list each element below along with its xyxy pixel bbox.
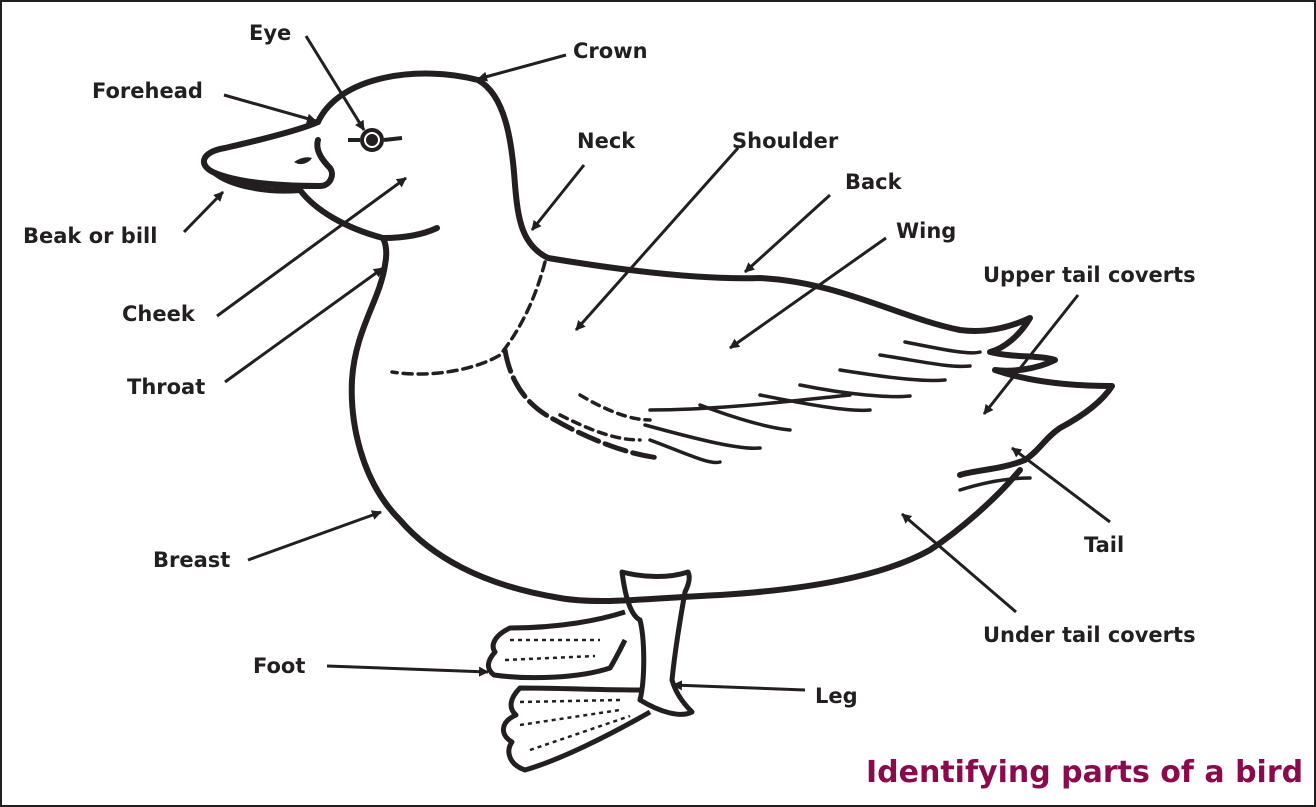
label-wing: Wing	[896, 221, 956, 242]
label-breast: Breast	[153, 550, 230, 571]
label-crown: Crown	[573, 41, 648, 62]
label-neck: Neck	[577, 131, 635, 152]
label-upper-tail-coverts: Upper tail coverts	[983, 265, 1196, 286]
label-forehead: Forehead	[92, 81, 203, 102]
nostril-mark	[294, 157, 312, 164]
label-cheek: Cheek	[122, 304, 195, 325]
eye-icon	[348, 130, 402, 150]
label-eye: Eye	[249, 23, 291, 44]
page-title: Identifying parts of a bird	[866, 758, 1303, 788]
label-back: Back	[845, 172, 902, 193]
label-tail: Tail	[1084, 535, 1124, 556]
label-foot: Foot	[253, 656, 305, 677]
wing-feathers	[392, 262, 1030, 490]
label-leg: Leg	[815, 686, 858, 707]
label-under-tail-coverts: Under tail coverts	[983, 625, 1196, 646]
label-shoulder: Shoulder	[732, 131, 838, 152]
label-beak: Beak or bill	[23, 226, 157, 247]
label-arrows	[184, 36, 1110, 690]
duck-outline	[204, 74, 1112, 601]
label-throat: Throat	[127, 377, 205, 398]
